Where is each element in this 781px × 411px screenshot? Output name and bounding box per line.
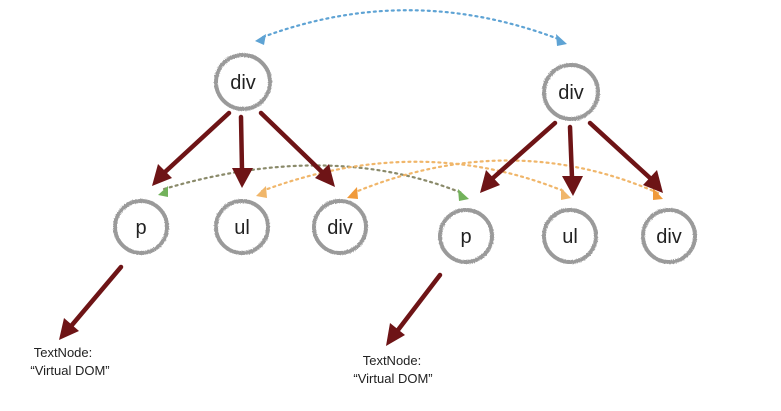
ul-node-right: ul [542, 208, 598, 264]
edge-root-to-ul-left-head [232, 168, 253, 188]
p-node-left: p [113, 199, 169, 255]
edge-root-to-p-left-head [152, 164, 172, 186]
div-node-right: div [641, 208, 697, 264]
edge-root-to-div-right [587, 120, 653, 181]
div-comparison-link [351, 159, 660, 195]
div-node-left: div [312, 199, 368, 255]
edge-root-to-p-right-head [480, 170, 500, 193]
node-label: div [327, 217, 353, 239]
tree-right: div p ul div TextNode: “Virtual DOM” [353, 63, 697, 386]
tree-edges [59, 110, 663, 346]
edge-root-to-p-right [490, 120, 558, 181]
root-node-left: div [214, 53, 272, 111]
ul-left-arrowhead [256, 186, 267, 198]
node-label: div [230, 72, 256, 94]
ul-comparison-link [260, 160, 568, 194]
node-label: ul [234, 217, 250, 239]
div-left-arrowhead [347, 187, 358, 199]
root-left-arrowhead [255, 34, 266, 45]
p-left-arrowhead [158, 186, 168, 197]
textnode-line1: TextNode: [363, 353, 422, 368]
edge-root-to-ul-right [567, 124, 575, 181]
textnode-line2: “Virtual DOM” [353, 371, 432, 386]
node-circle [113, 199, 169, 255]
node-circle [542, 208, 598, 264]
textnode-line2: “Virtual DOM” [30, 363, 109, 378]
node-label: p [135, 217, 146, 239]
root-comparison-link [261, 9, 563, 42]
node-circle [641, 208, 697, 264]
p-comparison-link [162, 164, 464, 195]
node-label: ul [562, 226, 578, 248]
node-circle [214, 53, 272, 111]
edge-root-to-ul-right-head [562, 176, 583, 196]
textnode-left: TextNode: “Virtual DOM” [30, 345, 109, 378]
root-right-arrowhead [556, 34, 567, 46]
edge-root-to-p-left [162, 110, 232, 175]
node-label: div [558, 82, 584, 104]
edge-p-to-textnode-left [69, 264, 124, 328]
ul-node-left: ul [214, 199, 270, 255]
node-circle [542, 63, 600, 121]
comparison-links [158, 9, 663, 201]
p-node-right: p [438, 208, 494, 264]
p-right-arrowhead [458, 189, 469, 201]
tree-left: div p ul div TextNode: “Virtual DOM” [30, 53, 368, 378]
root-node-right: div [542, 63, 600, 121]
node-label: p [460, 226, 471, 248]
textnode-right: TextNode: “Virtual DOM” [353, 353, 432, 386]
div-right-arrowhead [653, 188, 663, 200]
ul-right-arrowhead [561, 188, 571, 200]
node-label: div [656, 226, 682, 248]
edge-p-to-textnode-right-head [386, 323, 405, 346]
edge-root-to-div-left-head [315, 164, 335, 187]
edge-root-to-ul-left [238, 114, 245, 173]
node-circle [214, 199, 270, 255]
node-circle [312, 199, 368, 255]
textnode-line1: TextNode: [34, 345, 93, 360]
edge-p-to-textnode-right [395, 272, 443, 333]
edge-root-to-div-left [258, 110, 325, 175]
edge-p-to-textnode-left-head [59, 318, 79, 340]
edge-root-to-div-right-head [643, 170, 663, 193]
node-circle [438, 208, 494, 264]
